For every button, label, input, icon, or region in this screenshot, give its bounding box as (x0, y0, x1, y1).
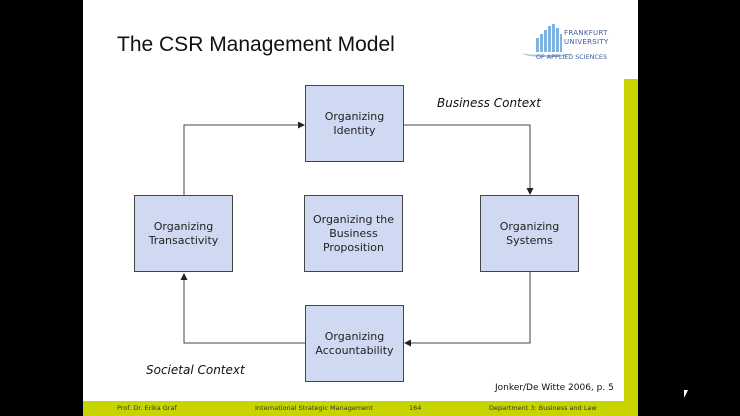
footer-author: Prof. Dr. Erika Graf (117, 404, 177, 412)
business-context-label: Business Context (437, 96, 541, 110)
box-organizing-accountability: Organizing Accountability (305, 305, 404, 382)
edge-transactivity-to-identity (183, 121, 305, 195)
slide-title: The CSR Management Model (117, 33, 395, 56)
logo-building-icon (520, 22, 564, 52)
footer-course: International Strategic Management (255, 404, 373, 412)
logo-line-1: FRANKFURT (564, 29, 608, 37)
logo-line-3: OF APPLIED SCIENCES (536, 53, 608, 61)
box-organizing-business-proposition: Organizing the Business Proposition (304, 195, 403, 272)
accent-side-bar (624, 79, 638, 416)
mouse-cursor-icon (684, 390, 688, 398)
edge-systems-to-accountability (404, 272, 531, 347)
societal-context-label: Societal Context (146, 363, 245, 377)
footer-department: Department 3: Business and Law (489, 404, 597, 412)
edge-accountability-to-transactivity (180, 273, 305, 344)
box-organizing-identity: Organizing Identity (305, 85, 404, 162)
footer-page-number: 164 (409, 404, 422, 412)
footer-bar (83, 401, 638, 416)
box-organizing-systems: Organizing Systems (480, 195, 579, 272)
box-organizing-transactivity: Organizing Transactivity (134, 195, 233, 272)
university-logo: FRANKFURT UNIVERSITY OF APPLIED SCIENCES (520, 22, 612, 62)
source-citation: Jonker/De Witte 2006, p. 5 (495, 383, 614, 393)
logo-swoosh (522, 49, 572, 57)
edge-identity-to-systems (404, 124, 534, 195)
logo-line-2: UNIVERSITY (564, 38, 609, 46)
